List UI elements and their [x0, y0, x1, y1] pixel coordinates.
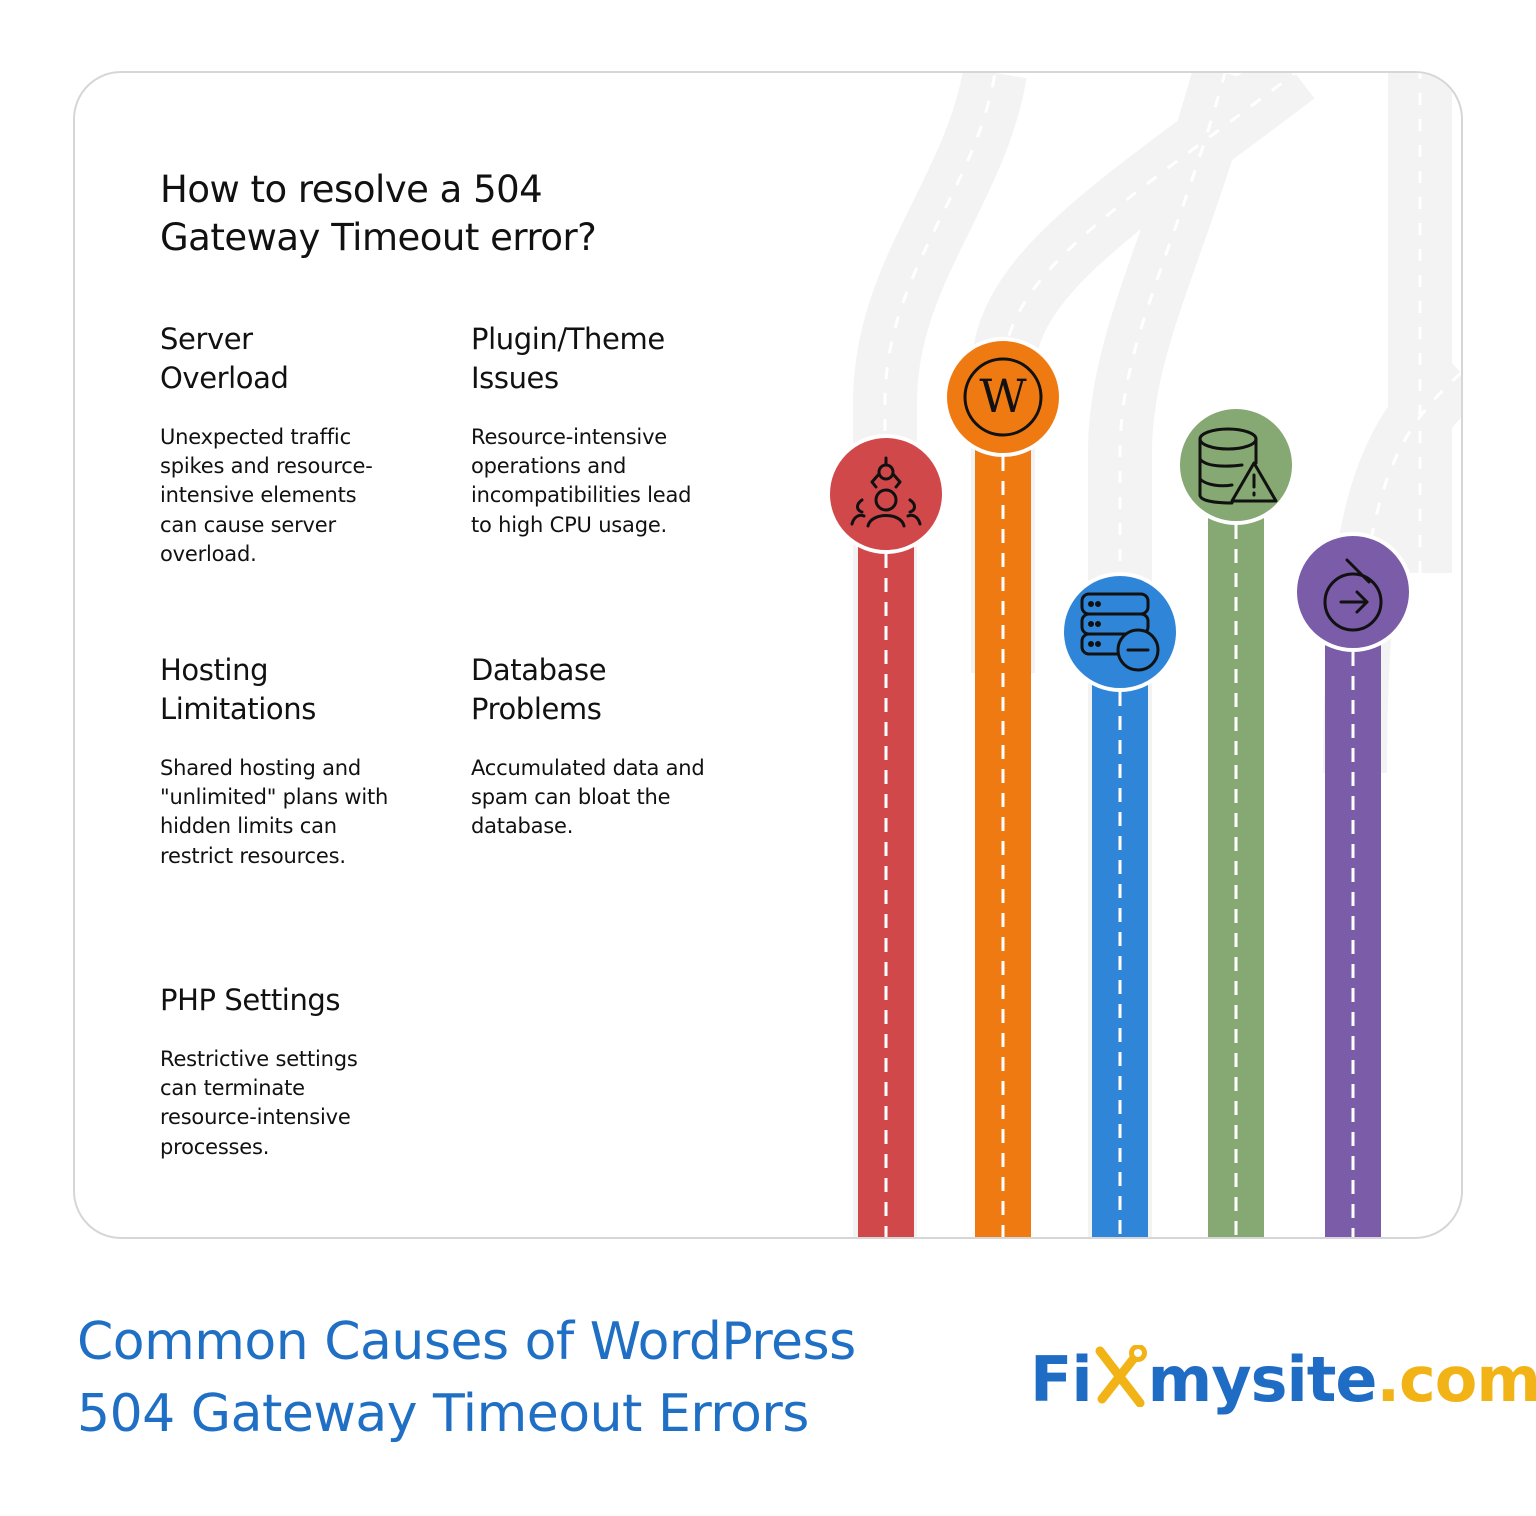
cause-hosting-limitations: Hosting Limitations Shared hosting and "…	[160, 651, 420, 871]
server-minus-icon	[1080, 592, 1160, 672]
pillar-3	[1060, 572, 1180, 1237]
pillar-1	[826, 434, 946, 1237]
cause-body: Restrictive settings can terminate resou…	[160, 1047, 358, 1159]
cause-title: Server Overload	[160, 322, 289, 395]
arrow-circle-icon	[1323, 558, 1383, 632]
pillar-circle	[943, 337, 1063, 457]
page-title: How to resolve a 504 Gateway Timeout err…	[160, 168, 597, 259]
wrench-screwdriver-icon	[1095, 1344, 1147, 1408]
wordpress-icon: W	[963, 357, 1043, 437]
cause-php-settings: PHP Settings Restrictive settings can te…	[160, 981, 420, 1162]
cause-plugin-theme: Plugin/Theme Issues Resource-intensive o…	[471, 320, 731, 540]
cause-body: Resource-intensive operations and incomp…	[471, 425, 692, 537]
pillar-4	[1176, 405, 1296, 1237]
pillar-circle	[1060, 572, 1180, 692]
cause-title: Plugin/Theme Issues	[471, 322, 665, 395]
cause-server-overload: Server Overload Unexpected traffic spike…	[160, 320, 420, 569]
logo-text-fi: Fi	[1030, 1343, 1093, 1416]
logo-text-com: .com	[1376, 1343, 1536, 1416]
cause-body: Shared hosting and "unlimited" plans wit…	[160, 756, 389, 868]
pillars: W	[826, 337, 1413, 1237]
pillar-2: W	[943, 337, 1063, 1237]
cause-title: Database Problems	[471, 653, 607, 726]
cause-body: Accumulated data and spam can bloat the …	[471, 756, 705, 839]
pillar-circle	[1293, 532, 1413, 652]
cause-database-problems: Database Problems Accumulated data and s…	[471, 651, 731, 842]
fixmysite-logo[interactable]: Fi mysite.com	[1030, 1340, 1536, 1420]
cause-title: PHP Settings	[160, 983, 341, 1017]
pillar-bar	[1325, 592, 1381, 1237]
pillar-5	[1293, 532, 1413, 1237]
svg-text:W: W	[979, 369, 1027, 423]
cause-body: Unexpected traffic spikes and resource-i…	[160, 425, 373, 566]
database-warning-icon	[1198, 427, 1278, 505]
people-network-icon	[850, 456, 922, 528]
footer-title: Common Causes of WordPress 504 Gateway T…	[77, 1306, 856, 1450]
footer-title-line2: 504 Gateway Timeout Errors	[77, 1384, 809, 1444]
cause-title: Hosting Limitations	[160, 653, 316, 726]
infographic-card: How to resolve a 504 Gateway Timeout err…	[73, 71, 1463, 1239]
logo-text-mysite: mysite	[1147, 1343, 1378, 1416]
footer-title-line1: Common Causes of WordPress	[77, 1312, 856, 1372]
pillar-circle	[826, 434, 946, 554]
